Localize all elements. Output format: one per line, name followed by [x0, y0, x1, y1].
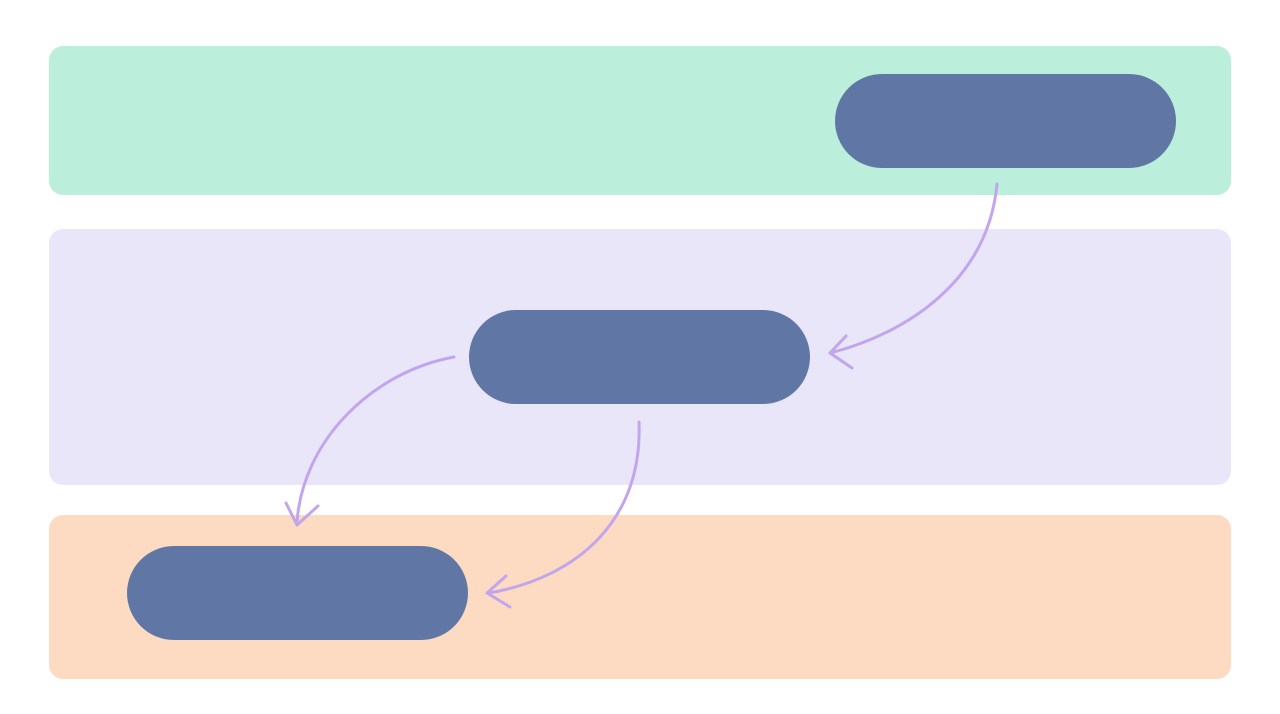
process-node-bottom[interactable] — [127, 546, 468, 640]
process-node-middle[interactable] — [469, 310, 810, 404]
process-node-top[interactable] — [835, 74, 1176, 168]
